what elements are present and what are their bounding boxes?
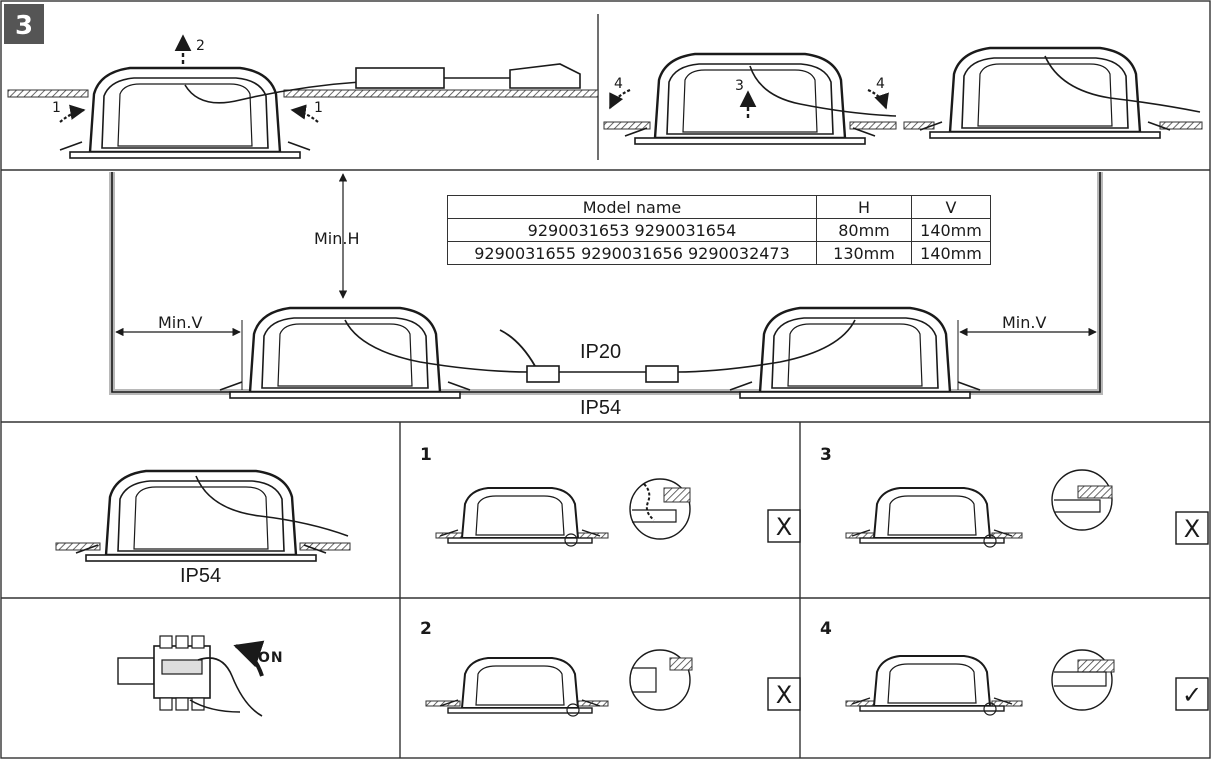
header-h: H — [816, 195, 912, 219]
push-arrow-number: 3 — [735, 78, 744, 94]
detail-circle-4 — [1051, 649, 1113, 711]
min-h-label: Min.H — [314, 229, 360, 248]
model-clearance-table: Model name H V 9290031653 9290031654 80m… — [447, 195, 991, 265]
clearance-diagram: Min.H Min.V Min.V IP20 IP54 — [109, 172, 1103, 419]
fit-check-2-mark-box — [767, 677, 801, 711]
terminal-block-left — [526, 365, 560, 383]
clip-right-arrow-number: 1 — [314, 100, 323, 116]
hand — [189, 657, 263, 717]
min-v-value: 140mm — [911, 218, 991, 242]
lift-arrow-number: 2 — [196, 38, 205, 54]
clip-right-arrow — [290, 104, 319, 123]
fit-check-4-number: 4 — [820, 619, 832, 639]
table-row: 9290031653 9290031654 80mm 140mm — [447, 218, 991, 242]
step-release-springs: 3 4 4 — [603, 46, 1203, 146]
luminaire-body-seated — [918, 46, 1172, 140]
table-header-row: Model name H V — [447, 195, 991, 219]
ip54-installed-label: IP54 — [180, 565, 221, 587]
fit-check-4-mark-box — [1175, 677, 1209, 711]
figure-number-badge: 3 — [4, 4, 44, 44]
fit-check-3-number: 3 — [820, 445, 832, 465]
installed-view: IP54 — [55, 469, 351, 587]
min-v-left-label: Min.V — [158, 313, 202, 332]
figure-number: 3 — [15, 11, 33, 41]
spring-right-arrow-number: 4 — [876, 76, 885, 92]
fit-check-1-number: 1 — [420, 445, 432, 465]
fit-check-2: 2 X — [420, 619, 801, 717]
fit-check-2-mark: X — [776, 681, 792, 709]
clip-left-arrow-number: 1 — [52, 100, 61, 116]
fit-check-1-mark-box — [767, 509, 801, 543]
switch-on-arrow — [233, 640, 265, 677]
model-names: 9290031655 9290031656 9290032473 — [447, 241, 817, 265]
header-model-name: Model name — [447, 195, 817, 219]
min-v-right-label: Min.V — [1002, 313, 1046, 332]
min-h-value: 80mm — [816, 218, 912, 242]
luminaire-check-1 — [439, 487, 601, 544]
ip54-label: IP54 — [580, 397, 621, 419]
fit-check-4-mark: ✓ — [1182, 681, 1202, 709]
fit-check-1: 1 X — [420, 445, 801, 547]
model-names: 9290031653 9290031654 — [447, 218, 817, 242]
fit-check-3-mark-box — [1175, 511, 1209, 545]
fit-check-3-mark: X — [1184, 515, 1200, 543]
spring-right-arrow — [867, 88, 889, 110]
fit-check-2-number: 2 — [420, 619, 432, 639]
fit-check-4: 4 ✓ — [820, 619, 1209, 716]
clip-left-arrow — [59, 104, 86, 123]
fit-check-1-mark: X — [776, 513, 792, 541]
table-row: 9290031655 9290031656 9290032473 130mm 1… — [447, 241, 991, 265]
header-v: V — [911, 195, 991, 219]
min-h-value: 130mm — [816, 241, 912, 265]
step-insert-luminaire: 2 1 1 — [7, 34, 599, 160]
spring-left-arrow — [609, 88, 631, 110]
min-v-value: 140mm — [911, 241, 991, 265]
fit-check-3: 3 X — [820, 445, 1209, 548]
connector-block — [509, 63, 581, 89]
driver-box — [355, 67, 445, 89]
ip20-label: IP20 — [580, 341, 621, 363]
luminaire-body — [58, 66, 312, 160]
cable — [184, 81, 361, 104]
power-switch-view: ON — [117, 635, 284, 717]
terminal-block-right — [645, 365, 679, 383]
spring-left-arrow-number: 4 — [614, 76, 623, 92]
on-label: ON — [258, 650, 284, 666]
